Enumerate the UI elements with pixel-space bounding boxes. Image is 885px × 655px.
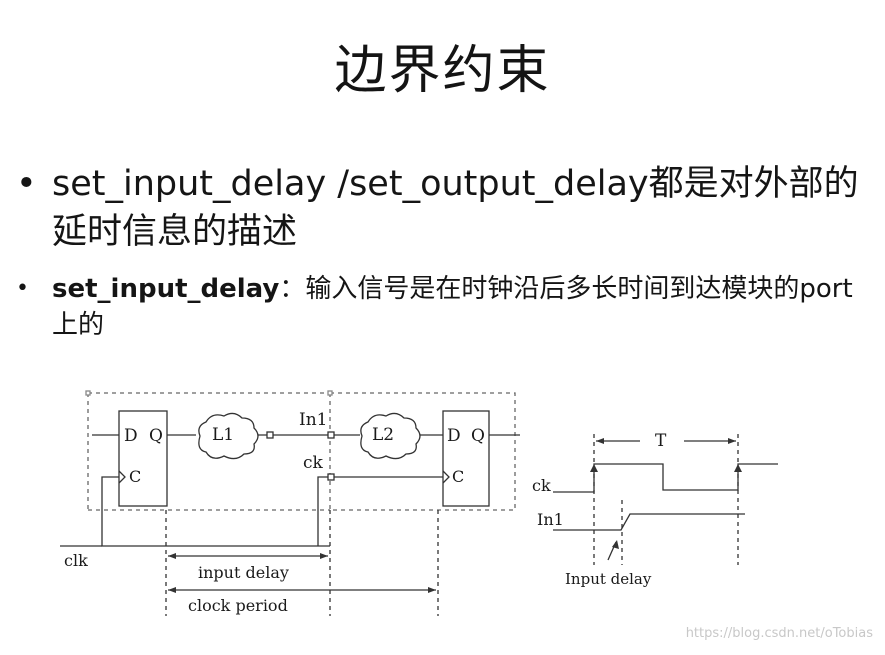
ck-waveform <box>553 463 778 493</box>
l1-label: L1 <box>212 425 234 445</box>
timing-in1-label: In1 <box>537 510 564 529</box>
logic-cloud-l1 <box>198 412 259 460</box>
logic-cloud-l2 <box>360 412 421 460</box>
in1-label: In1 <box>299 410 327 430</box>
clock-period-label: clock period <box>188 596 288 615</box>
timing-ck-label: ck <box>532 476 551 495</box>
bullet-1-text: set_input_delay /set_output_delay都是对外部的延… <box>52 164 859 252</box>
timing-diagram: D Q C L1 In1 ck L2 D Q C clk input delay… <box>0 370 885 651</box>
watermark: https://blog.csdn.net/oTobias <box>685 626 873 641</box>
ff1-q-label: Q <box>149 426 163 446</box>
flip-flop-1 <box>118 410 168 507</box>
ff2-d-label: D <box>447 426 461 446</box>
input-delay-label: input delay <box>198 563 289 582</box>
bullet-2: • set_input_delay：输入信号是在时钟沿后多长时间到达模块的por… <box>16 271 876 343</box>
bullet-dot: • <box>16 164 37 204</box>
timing-input-delay-label: Input delay <box>565 570 652 588</box>
ff1-c-label: C <box>129 467 141 486</box>
period-t-label: T <box>655 431 667 451</box>
bullet-dot: • <box>16 276 29 301</box>
bullet-2-keyword: set_input_delay <box>52 274 280 304</box>
bullet-2-text: set_input_delay：输入信号是在时钟沿后多长时间到达模块的port上… <box>52 271 876 343</box>
clk-label: clk <box>64 551 88 570</box>
ff2-q-label: Q <box>471 426 485 446</box>
ck-label: ck <box>303 453 324 473</box>
ff2-c-label: C <box>452 467 464 486</box>
l2-label: L2 <box>372 425 394 445</box>
bullet-2-description: ：输入信号是在时钟沿后多长时间到达模块的port上的 <box>52 274 853 340</box>
flip-flop-2 <box>442 410 490 507</box>
slide-title: 边界约束 <box>334 41 551 101</box>
in1-waveform <box>553 513 745 531</box>
bullet-1: • set_input_delay /set_output_delay都是对外部… <box>16 160 876 256</box>
ff1-d-label: D <box>124 426 138 446</box>
